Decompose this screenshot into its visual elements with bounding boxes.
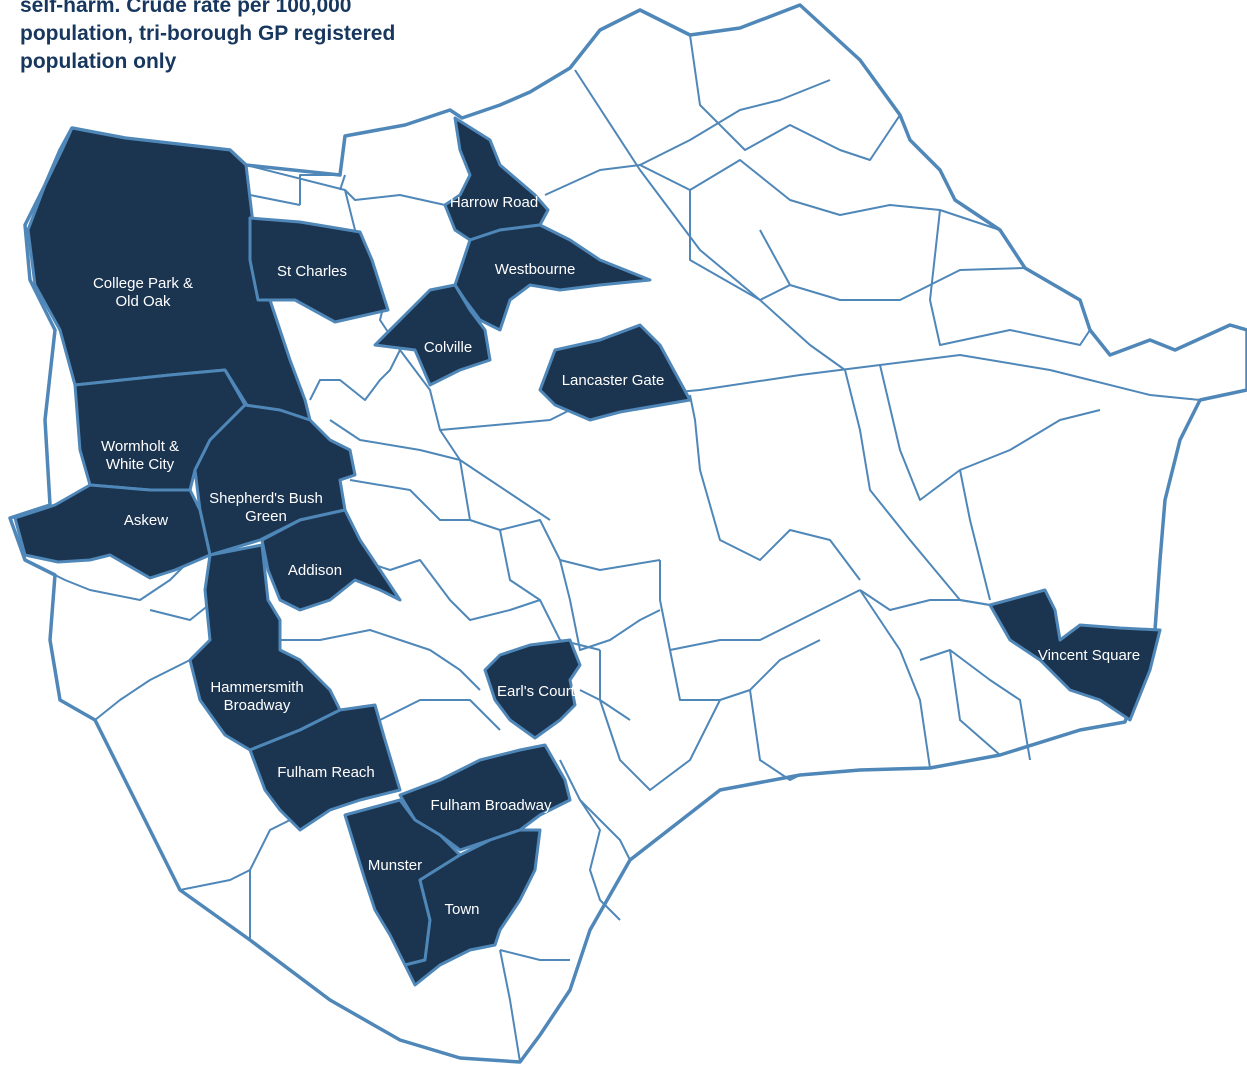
ward-label-lancaster-gate: Lancaster Gate (561, 372, 665, 389)
ward-shape-st-charles (248, 216, 390, 324)
ward-shape-harrow-road (443, 116, 550, 242)
ward-shape-town (403, 828, 542, 987)
ward-shape-earls-court (483, 638, 582, 740)
ward-label-vincent-square: Vincent Square (1037, 647, 1141, 664)
ward-label-college-park-old-oak: College Park & Old Oak (92, 275, 194, 310)
ward-label-westbourne: Westbourne (494, 261, 576, 278)
ward-label-fulham-broadway: Fulham Broadway (430, 797, 552, 814)
highlighted-wards (13, 116, 1162, 987)
ward-label-st-charles: St Charles (276, 263, 348, 280)
ward-label-colville: Colville (423, 339, 473, 356)
borough-boundary (8, 3, 1247, 1064)
ward-label-shepherds-bush-green: Shepherd's Bush Green (209, 490, 323, 525)
ward-label-wormholt-white-city: Wormholt & White City (100, 438, 180, 473)
ward-shape-fulham-reach (248, 703, 402, 832)
ward-shape-vincent-square (988, 588, 1162, 722)
ward-shape-westbourne (453, 223, 652, 332)
ward-label-fulham-reach: Fulham Reach (277, 764, 375, 781)
ward-shape-lancaster-gate (538, 323, 692, 422)
ward-label-askew: Askew (123, 512, 169, 529)
ward-lines (54, 34, 1201, 1063)
ward-label-hammersmith-broadway: Hammersmith Broadway (210, 679, 304, 714)
ward-label-munster: Munster (367, 857, 423, 874)
ward-label-harrow-road: Harrow Road (449, 194, 539, 211)
ward-label-earls-court: Earl's Court (497, 683, 575, 700)
title-line: self-harm. Crude rate per 100,000 (20, 0, 352, 17)
title-line: population only (20, 50, 177, 73)
ward-shape-askew (13, 483, 212, 580)
map-title: self-harm. Crude rate per 100,000 popula… (20, 0, 490, 76)
title-line: population, tri-borough GP registered (20, 22, 396, 45)
ward-shape-addison (260, 508, 402, 612)
ward-shape-colville (373, 283, 492, 387)
ward-label-town: Town (444, 901, 480, 918)
ward-label-addison: Addison (287, 562, 343, 579)
